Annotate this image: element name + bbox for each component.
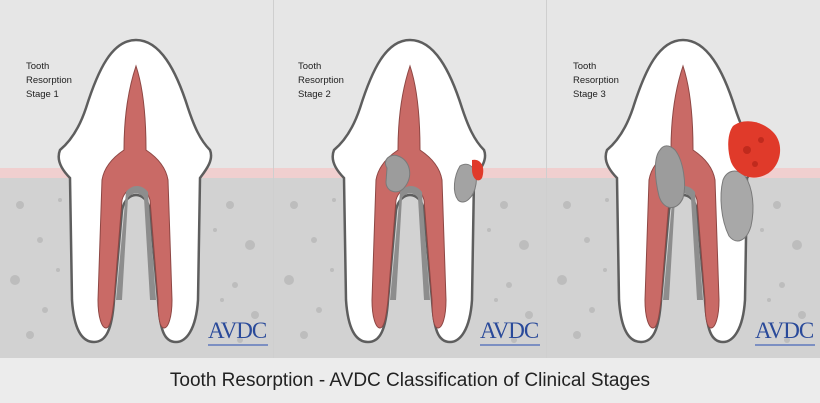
avdc-logo-tagline	[480, 344, 540, 346]
stage-2-label: Tooth Resorption Stage 2	[298, 61, 344, 100]
stage-1-panel: Tooth Resorption Stage 1 AVDC	[0, 0, 273, 358]
stage-3-panel: Tooth Resorption Stage 3 AVDC	[547, 0, 820, 358]
stage-1-label: Tooth Resorption Stage 1	[26, 61, 72, 100]
stage-2-illustration	[274, 38, 546, 358]
panel-divider	[273, 0, 274, 358]
stage-2-panel: Tooth Resorption Stage 2 AVDC	[274, 0, 546, 358]
avdc-logo: AVDC	[208, 318, 267, 343]
avdc-logo-tagline	[208, 344, 268, 346]
figure-caption: Tooth Resorption - AVDC Classification o…	[0, 358, 820, 403]
stage-3-label: Tooth Resorption Stage 3	[573, 61, 619, 100]
avdc-logo: AVDC	[480, 318, 539, 343]
avdc-logo-tagline	[755, 344, 815, 346]
avdc-logo: AVDC	[755, 318, 814, 343]
stage-1-illustration	[0, 38, 273, 358]
stage-3-illustration	[547, 38, 820, 358]
panel-divider	[546, 0, 547, 358]
